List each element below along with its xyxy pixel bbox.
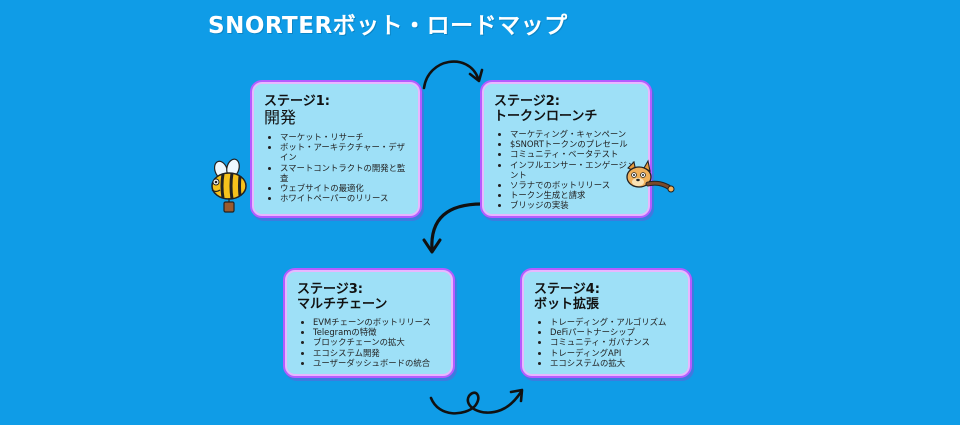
stage-card-4: ステージ4: ボット拡張 トレーディング・アルゴリズム DeFiパートナーシップ…: [520, 268, 692, 378]
stage-item-list: マーケティング・キャンペーン $SNORTトークンのプレセール コミュニティ・ベ…: [494, 129, 640, 211]
stage-label: ステージ4:: [534, 282, 600, 297]
list-item: ウェブサイトの最適化: [280, 183, 410, 193]
list-item: ホワイトペーパーのリリース: [280, 193, 410, 203]
list-item: トレーディング・アルゴリズム: [550, 317, 680, 327]
list-item: コミュニティ・ガバナンス: [550, 337, 680, 347]
stage-item-list: マーケット・リサーチ ボット・アーキテクチャー・デザイン スマートコントラクトの…: [264, 132, 410, 203]
stage-label: ステージ2:: [494, 94, 560, 109]
list-item: エコシステムの拡大: [550, 358, 680, 368]
stage-label: ステージ3:: [297, 282, 363, 297]
stage-name: マルチチェーン: [297, 297, 388, 312]
list-item: トークン生成と請求: [510, 190, 640, 200]
stage-card-1: ステージ1: 開発 マーケット・リサーチ ボット・アーキテクチャー・デザイン ス…: [250, 80, 422, 218]
stage-card-2: ステージ2: トークンローンチ マーケティング・キャンペーン $SNORTトーク…: [480, 80, 652, 218]
list-item: インフルエンサー・エンゲージメント: [510, 160, 640, 180]
list-item: エコシステム開発: [313, 348, 443, 358]
list-item: Telegramの特徴: [313, 327, 443, 337]
stage-name: トークンローンチ: [494, 109, 598, 124]
dog-mascot-icon: [626, 159, 675, 193]
stage-item-list: EVMチェーンのボットリリース Telegramの特徴 ブロックチェーンの拡大 …: [297, 317, 443, 368]
bee-mascot-icon: [211, 158, 247, 213]
list-item: マーケティング・キャンペーン: [510, 129, 640, 139]
list-item: マーケット・リサーチ: [280, 132, 410, 142]
list-item: トレーディングAPI: [550, 348, 680, 358]
list-item: ソラナでのボットリリース: [510, 180, 640, 190]
list-item: ブリッジの実装: [510, 200, 640, 210]
curved-arrow-right-icon: [422, 60, 484, 90]
list-item: DeFiパートナーシップ: [550, 327, 680, 337]
loop-arrow-right-icon: [429, 388, 524, 415]
stage-card-3: ステージ3: マルチチェーン EVMチェーンのボットリリース Telegramの…: [283, 268, 455, 378]
stage-name: ボット拡張: [534, 297, 600, 312]
stage-name: 開発: [264, 108, 297, 127]
list-item: コミュニティ・ベータテスト: [510, 149, 640, 159]
list-item: EVMチェーンのボットリリース: [313, 317, 443, 327]
list-item: $SNORTトークンのプレセール: [510, 139, 640, 149]
stage-label: ステージ1:: [264, 94, 330, 109]
list-item: ボット・アーキテクチャー・デザイン: [280, 142, 410, 162]
curved-arrow-down-icon: [422, 202, 484, 254]
list-item: ブロックチェーンの拡大: [313, 337, 443, 347]
page-title: SNORTERボット・ロードマップ: [208, 13, 568, 39]
list-item: スマートコントラクトの開発と監査: [280, 163, 410, 183]
list-item: ユーザーダッシュボードの統合: [313, 358, 443, 368]
stage-item-list: トレーディング・アルゴリズム DeFiパートナーシップ コミュニティ・ガバナンス…: [534, 317, 680, 368]
